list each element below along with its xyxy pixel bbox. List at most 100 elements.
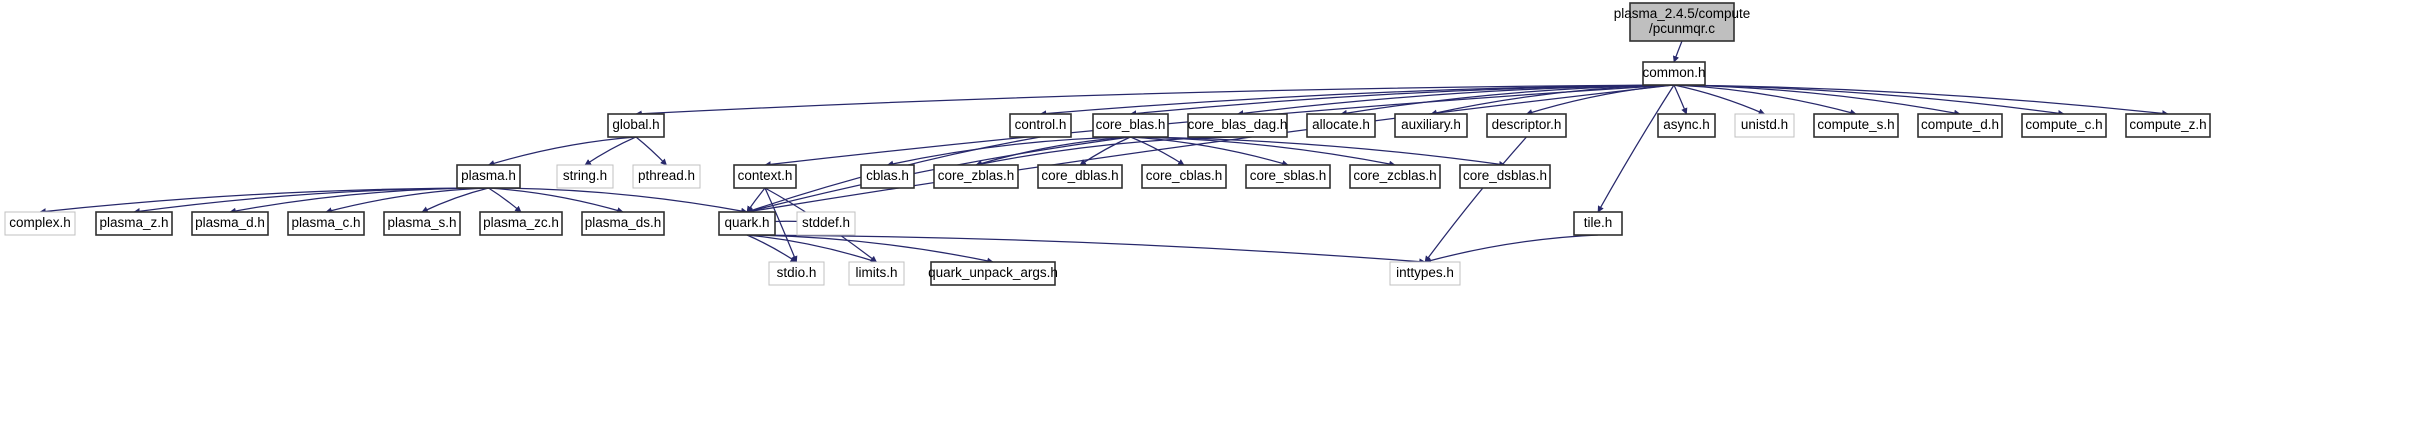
graph-node-plasma_ds[interactable]: plasma_ds.h	[581, 211, 665, 236]
graph-edge	[1673, 84, 1688, 115]
node-box	[1187, 113, 1288, 138]
node-box	[191, 211, 269, 236]
graph-edge	[1673, 84, 1766, 115]
graph-node-core_zcblas[interactable]: core_zcblas.h	[1349, 164, 1441, 189]
graph-edge	[746, 234, 1426, 265]
graph-node-unistd[interactable]: unistd.h	[1734, 113, 1795, 138]
graph-edge	[1130, 136, 1289, 167]
graph-node-control[interactable]: control.h	[1009, 113, 1072, 138]
graph-edge	[1130, 136, 1506, 168]
graph-node-root: plasma_2.4.5/compute/pcunmqr.c	[1614, 2, 1750, 42]
graph-node-auxiliary[interactable]: auxiliary.h	[1394, 113, 1468, 138]
graph-node-plasma_d[interactable]: plasma_d.h	[191, 211, 269, 236]
node-box	[1629, 2, 1735, 42]
node-box	[1573, 211, 1623, 236]
graph-edge	[764, 187, 798, 263]
node-box	[1917, 113, 2003, 138]
node-box	[287, 211, 365, 236]
graph-edge	[975, 136, 1131, 167]
graph-node-core_cblas[interactable]: core_cblas.h	[1141, 164, 1227, 189]
graph-node-limits[interactable]: limits.h	[848, 261, 905, 286]
node-box	[1459, 164, 1551, 189]
graph-node-core_dblas[interactable]: core_dblas.h	[1037, 164, 1123, 189]
graph-node-global[interactable]: global.h	[607, 113, 665, 138]
graph-node-compute_s[interactable]: compute_s.h	[1813, 113, 1899, 138]
graph-node-cblas[interactable]: cblas.h	[860, 164, 915, 189]
graph-node-plasma[interactable]: plasma.h	[456, 164, 521, 189]
node-box	[1306, 113, 1376, 138]
graph-node-plasma_z[interactable]: plasma_z.h	[95, 211, 173, 236]
graph-node-compute_d[interactable]: compute_d.h	[1917, 113, 2003, 138]
graph-node-async[interactable]: async.h	[1657, 113, 1716, 138]
graph-node-compute_c[interactable]: compute_c.h	[2021, 113, 2107, 138]
graph-node-plasma_c[interactable]: plasma_c.h	[287, 211, 365, 236]
graph-node-tile[interactable]: tile.h	[1573, 211, 1623, 236]
node-box	[933, 164, 1019, 189]
graph-node-plasma_s[interactable]: plasma_s.h	[383, 211, 461, 236]
graph-edge	[584, 136, 637, 166]
node-box	[456, 164, 521, 189]
node-box	[479, 211, 563, 236]
graph-edge	[487, 136, 637, 167]
graph-node-quark[interactable]: quark.h	[718, 211, 776, 236]
graph-node-core_blas_dag[interactable]: core_blas_dag.h	[1187, 113, 1288, 138]
node-box	[1734, 113, 1795, 138]
graph-edge	[635, 84, 1675, 117]
node-box	[581, 211, 665, 236]
graph-node-core_zblas[interactable]: core_zblas.h	[933, 164, 1019, 189]
graph-node-stdio[interactable]: stdio.h	[768, 261, 825, 286]
node-box	[1642, 61, 1706, 86]
node-box	[1657, 113, 1716, 138]
graph-node-string[interactable]: string.h	[556, 164, 614, 189]
node-box	[1141, 164, 1227, 189]
graph-node-core_dsblas[interactable]: core_dsblas.h	[1459, 164, 1551, 189]
graph-node-core_sblas[interactable]: core_sblas.h	[1245, 164, 1331, 189]
node-box	[607, 113, 665, 138]
node-box	[383, 211, 461, 236]
node-box	[1245, 164, 1331, 189]
graph-edge	[1424, 234, 1599, 264]
graph-edge	[975, 136, 1238, 168]
graph-node-complex[interactable]: complex.h	[4, 211, 76, 236]
graph-node-inttypes[interactable]: inttypes.h	[1389, 261, 1461, 286]
graph-node-descriptor[interactable]: descriptor.h	[1486, 113, 1567, 138]
edge-group	[39, 40, 2169, 265]
graph-edge	[886, 136, 1131, 167]
node-box	[1813, 113, 1899, 138]
graph-edge	[635, 136, 667, 166]
graph-edge	[488, 187, 748, 215]
graph-node-stddef[interactable]: stddef.h	[796, 211, 856, 236]
node-box	[930, 261, 1056, 286]
node-box	[2125, 113, 2211, 138]
graph-node-compute_z[interactable]: compute_z.h	[2125, 113, 2211, 138]
graph-node-context[interactable]: context.h	[733, 164, 797, 189]
node-box	[796, 211, 856, 236]
graph-edge	[1597, 84, 1675, 213]
graph-node-plasma_zc[interactable]: plasma_zc.h	[479, 211, 563, 236]
node-box	[733, 164, 797, 189]
node-box	[1037, 164, 1123, 189]
graph-node-allocate[interactable]: allocate.h	[1306, 113, 1376, 138]
graph-node-core_blas[interactable]: core_blas.h	[1092, 113, 1169, 138]
graph-node-quark_unpack_args[interactable]: quark_unpack_args.h	[928, 261, 1058, 286]
node-box	[632, 164, 701, 189]
node-box	[718, 211, 776, 236]
node-box	[1486, 113, 1567, 138]
node-box	[1009, 113, 1072, 138]
graph-edge	[1424, 136, 1527, 263]
graph-edge	[1673, 84, 1857, 116]
node-box	[95, 211, 173, 236]
graph-edge	[1672, 40, 1683, 63]
graph-node-pthread[interactable]: pthread.h	[632, 164, 701, 189]
graph-node-common[interactable]: common.h	[1642, 61, 1706, 86]
graph-edge	[488, 187, 624, 214]
node-group: plasma_2.4.5/compute/pcunmqr.c common.h gl…	[4, 2, 2211, 286]
node-box	[1389, 261, 1461, 286]
graph-edge	[746, 234, 878, 264]
node-box	[1349, 164, 1441, 189]
node-box	[1394, 113, 1468, 138]
graph-edge	[1673, 84, 2169, 117]
node-box	[556, 164, 614, 189]
